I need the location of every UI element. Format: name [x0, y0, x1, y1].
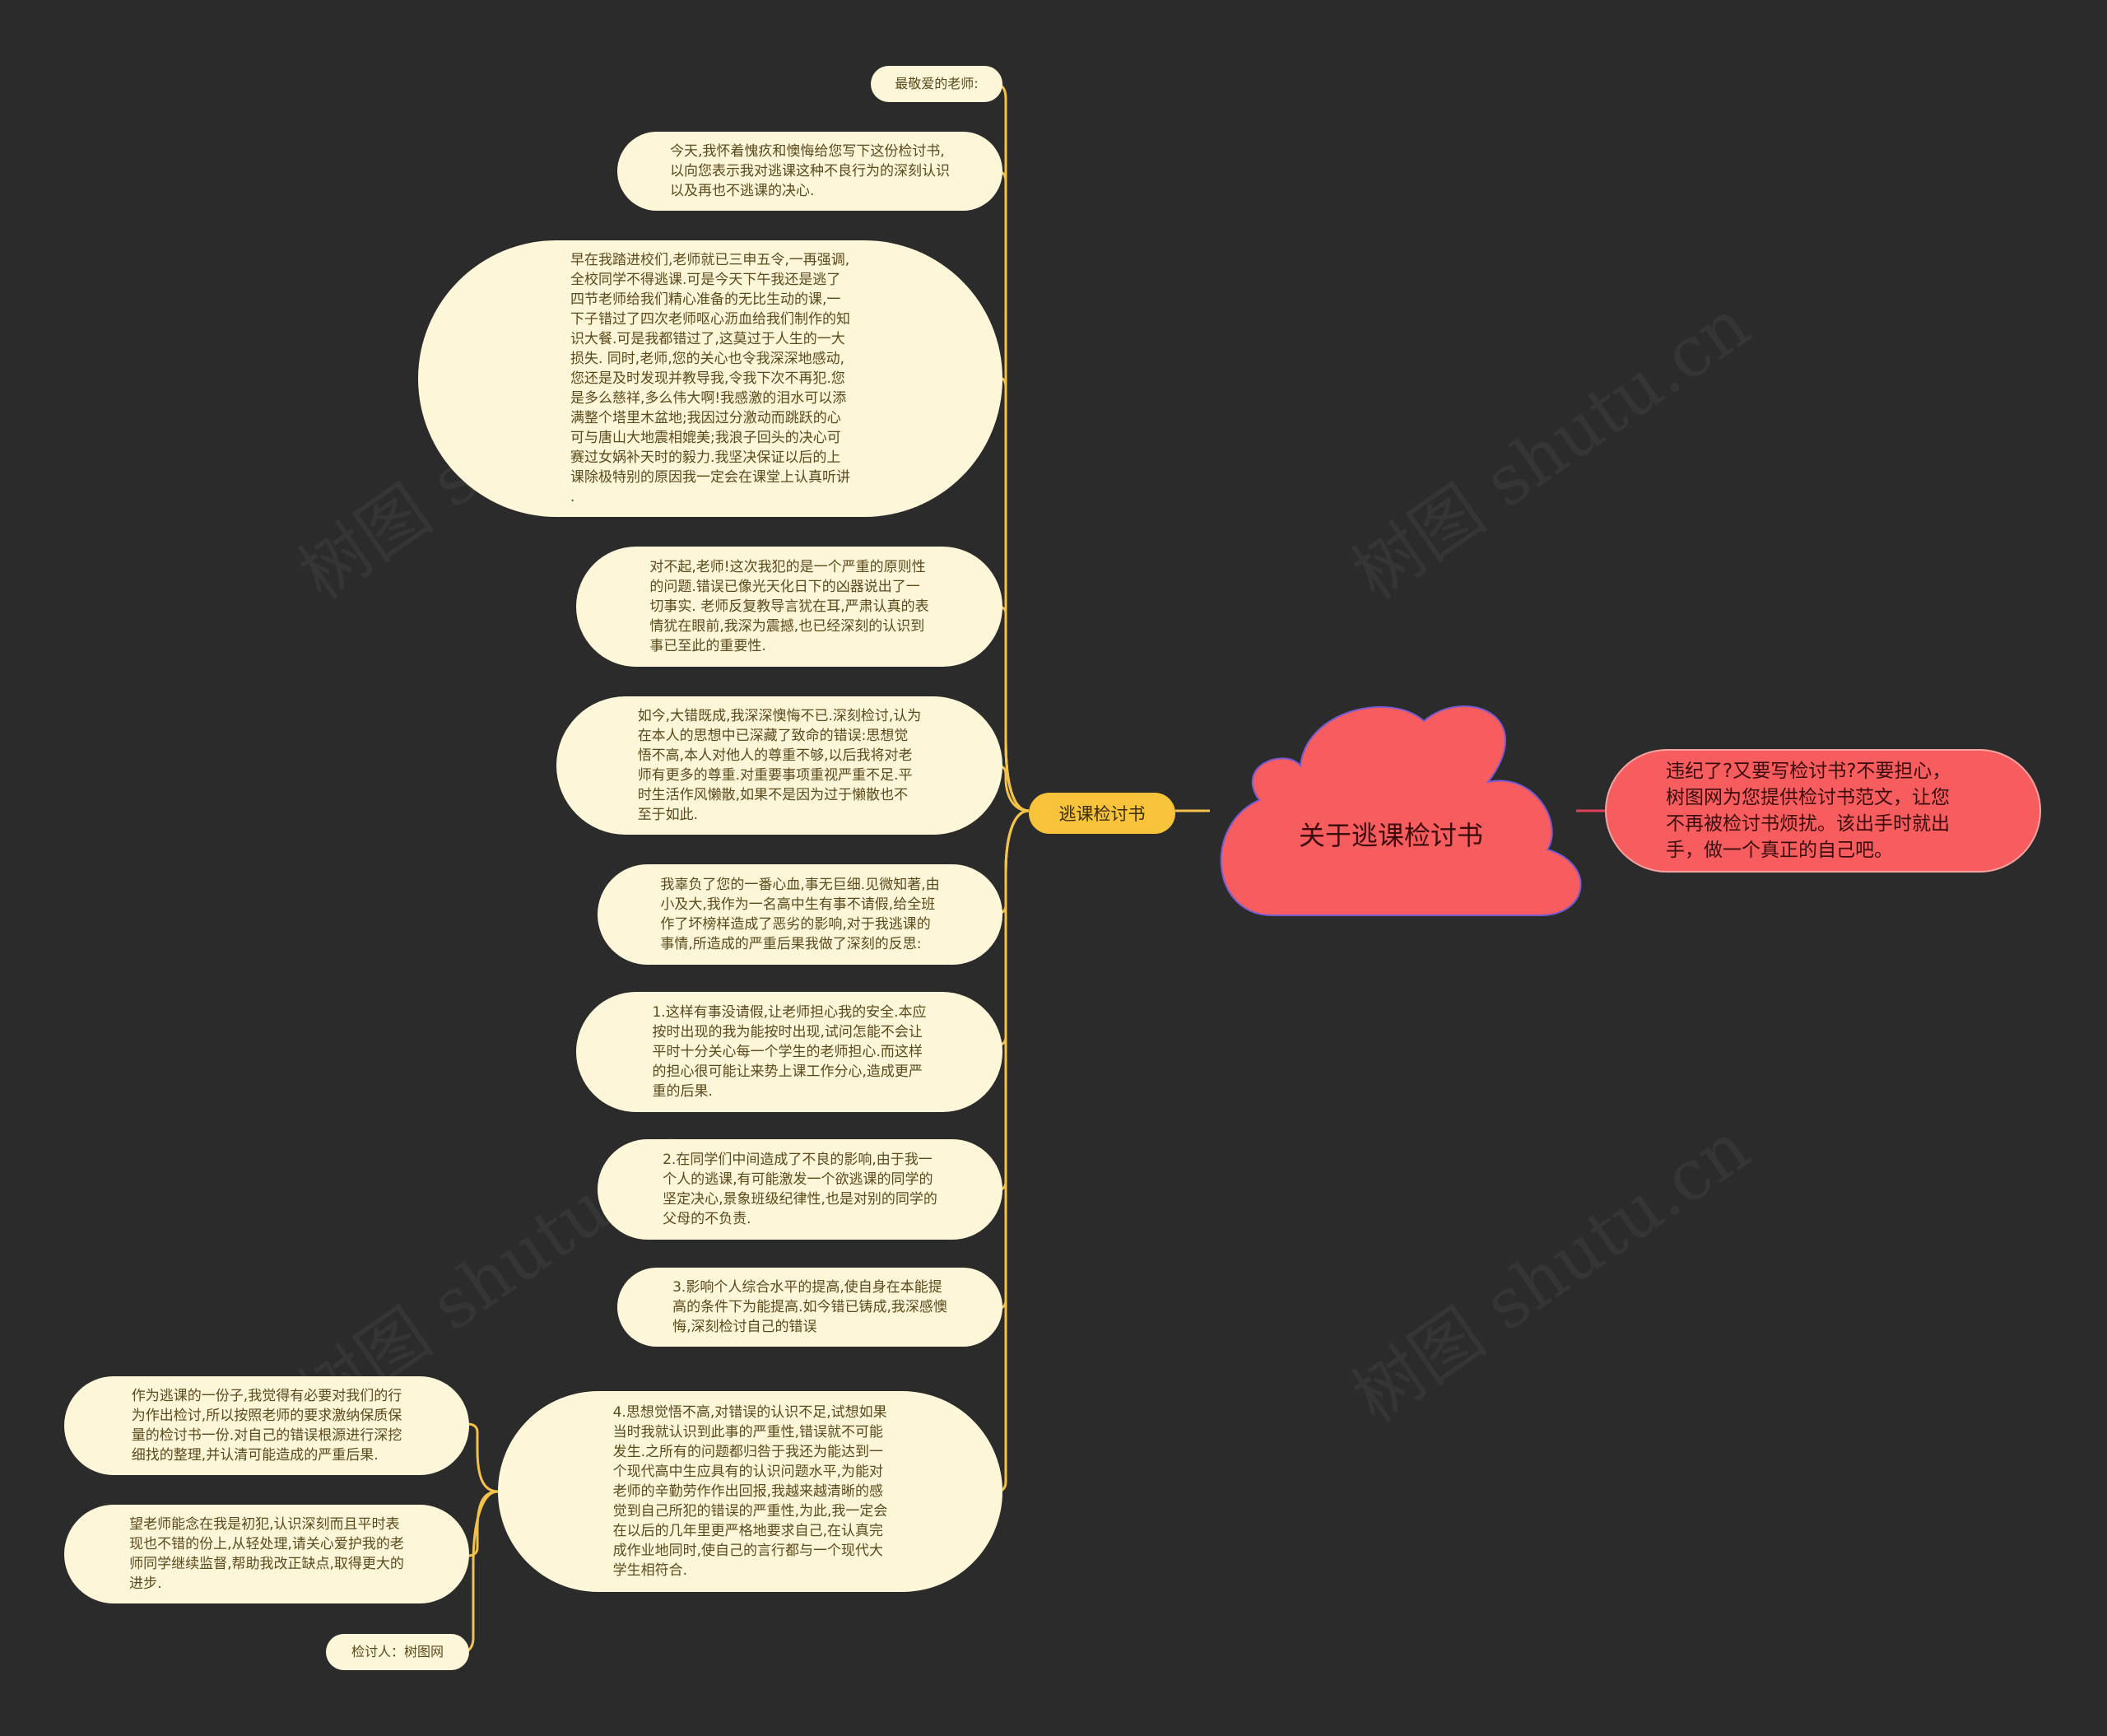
node-text: 最敬爱的老师: — [895, 76, 979, 91]
node-text: 今天,我怀着愧疚和懊悔给您写下这份检讨书, 以向您表示我对逃课这种不良行为的深刻… — [670, 143, 950, 199]
mind-map-node[interactable]: 早在我踏进校们,老师就已三申五令,一再强调, 全校同学不得逃课.可是今天下午我还… — [418, 240, 1002, 517]
branch-node[interactable]: 逃课检讨书 — [1029, 793, 1175, 834]
summary-node[interactable]: 违纪了?又要写检讨书?不要担心， 树图网为您提供检讨书范文，让您 不再被检讨书烦… — [1605, 749, 2041, 873]
connector — [465, 1490, 499, 1653]
mind-map-node[interactable]: 4.思想觉悟不高,对错误的认识不足,试想如果 当时我就认识到此事的严重性,错误就… — [498, 1391, 1002, 1592]
connector — [467, 1490, 499, 1557]
connector — [995, 809, 1030, 1192]
mind-map-node[interactable]: 3.影响个人综合水平的提高,使自身在本能提 高的条件下为能提高.如今错已铸成,我… — [617, 1268, 1002, 1347]
node-text: 4.思想觉悟不高,对错误的认识不足,试想如果 当时我就认识到此事的严重性,错误就… — [612, 1404, 888, 1579]
root-title: 关于逃课检讨书 — [1298, 820, 1483, 851]
mind-map-node[interactable]: 最敬爱的老师: — [871, 66, 1002, 102]
connector — [995, 82, 1030, 812]
summary-text: 违纪了?又要写检讨书?不要担心， 树图网为您提供检讨书范文，让您 不再被检讨书烦… — [1666, 761, 1951, 861]
node-text: 2.在同学们中间造成了不良的影响,由于我一 个人的逃课,有可能激发一个欲逃课的同… — [663, 1152, 937, 1227]
mind-map-node[interactable]: 2.在同学们中间造成了不良的影响,由于我一 个人的逃课,有可能激发一个欲逃课的同… — [598, 1139, 1002, 1240]
mind-map-node[interactable]: 望老师能念在我是初犯,认识深刻而且平时表 现也不错的份上,从轻处理,请关心爱护我… — [64, 1505, 469, 1603]
node-text: 望老师能念在我是初犯,认识深刻而且平时表 现也不错的份上,从轻处理,请关心爱护我… — [129, 1516, 404, 1592]
node-text: 1.这样有事没请假,让老师担心我的安全.本应 按时出现的我为能按时出现,试问怎能… — [652, 1004, 927, 1100]
node-text: 我辜负了您的一番心血,事无巨细.见微知著,由 小及大,我作为一名高中生有事不请假… — [660, 877, 940, 952]
node-text: 如今,大错既成,我深深懊悔不已.深刻检讨,认为 在本人的思想中已深藏了致命的错误… — [637, 708, 922, 823]
node-text: 检讨人：树图网 — [351, 1644, 444, 1659]
mind-map-node[interactable]: 1.这样有事没请假,让老师担心我的安全.本应 按时出现的我为能按时出现,试问怎能… — [576, 992, 1002, 1112]
connector — [995, 170, 1030, 812]
connector — [467, 1422, 499, 1493]
mind-map-node[interactable]: 如今,大错既成,我深深懊悔不已.深刻检讨,认为 在本人的思想中已深藏了致命的错误… — [556, 696, 1002, 835]
connector — [995, 809, 1030, 1047]
node-text: 早在我踏进校们,老师就已三申五令,一再强调, 全校同学不得逃课.可是今天下午我还… — [570, 252, 850, 505]
node-text: 3.影响个人综合水平的提高,使自身在本能提 高的条件下为能提高.如今错已铸成,我… — [672, 1279, 947, 1335]
mind-map-node[interactable]: 对不起,老师!这次我犯的是一个严重的原则性 的问题.错误已像光天化日下的凶器说出… — [576, 547, 1002, 667]
root-cloud-shape — [1220, 705, 1582, 916]
mind-map-node[interactable]: 今天,我怀着愧疚和懊悔给您写下这份检讨书, 以向您表示我对逃课这种不良行为的深刻… — [617, 132, 1002, 211]
mind-map-node[interactable]: 检讨人：树图网 — [326, 1634, 469, 1670]
mind-map-node[interactable]: 我辜负了您的一番心血,事无巨细.见微知著,由 小及大,我作为一名高中生有事不请假… — [598, 864, 1002, 965]
mind-map-node[interactable]: 作为逃课的一份子,我觉得有必要对我们的行 为作出检讨,所以按照老师的要求激纳保质… — [64, 1376, 469, 1475]
node-text: 对不起,老师!这次我犯的是一个严重的原则性 的问题.错误已像光天化日下的凶器说出… — [649, 559, 929, 654]
node-text: 作为逃课的一份子,我觉得有必要对我们的行 为作出检讨,所以按照老师的要求激纳保质… — [131, 1388, 402, 1464]
branch-label: 逃课检讨书 — [1058, 804, 1146, 824]
